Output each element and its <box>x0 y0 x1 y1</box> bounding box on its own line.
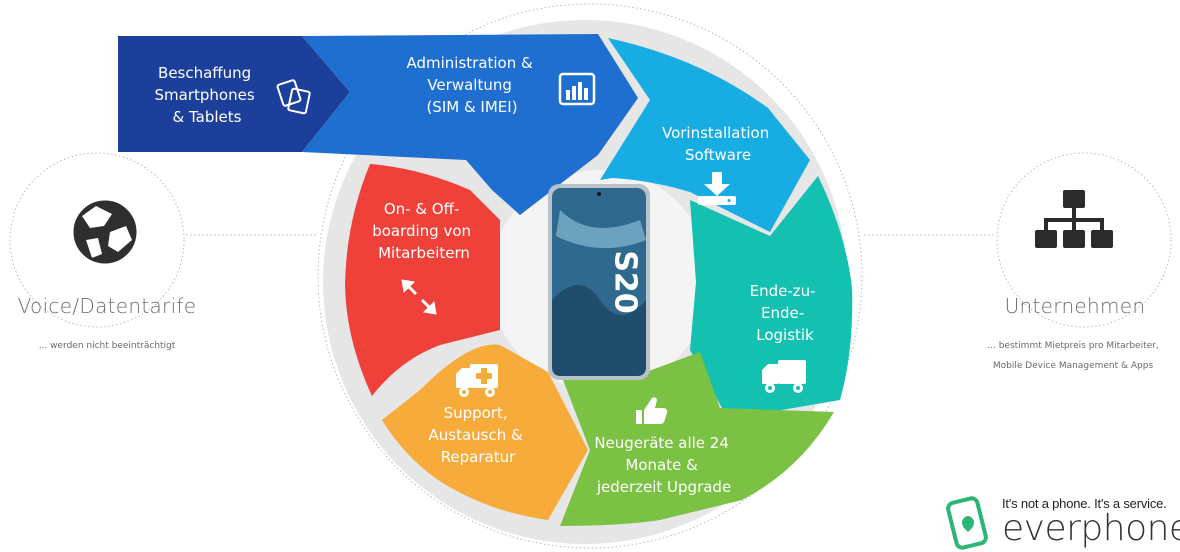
segment-beschaffung <box>118 36 350 152</box>
left-node-title: Voice/Datentarife <box>17 294 197 318</box>
everphone-logo-icon <box>946 496 988 550</box>
step-vorinstallation-label: Vorinstallation Software <box>662 124 774 164</box>
step-onboarding-label: On- & Off- boarding von Mitarbeitern <box>372 200 476 262</box>
left-node-subtitle: ... werden nicht beeinträchtigt <box>38 341 176 351</box>
left-node-dotted-ring <box>9 152 185 328</box>
org-chart-icon <box>1035 190 1113 248</box>
right-node-subtitle-line-1: ... bestimmt Mietpreis pro Mitarbeiter, <box>987 341 1159 351</box>
globe-icon <box>73 200 137 264</box>
outer-dotted-ring <box>317 3 863 549</box>
swap-arrows-icon <box>401 279 437 315</box>
download-icon <box>698 172 736 205</box>
segment-onboarding <box>345 164 500 396</box>
brand-wordmark: everphone <box>1002 508 1180 549</box>
devices-icon <box>276 79 311 115</box>
right-node-dotted-ring <box>996 152 1172 328</box>
segment-administration <box>302 34 638 215</box>
everphone-brand <box>944 494 1174 552</box>
right-node-title: Unternehmen <box>1004 294 1146 318</box>
segment-logistik <box>690 176 853 412</box>
brand-tagline: It's not a phone. It's a service. <box>1002 496 1167 511</box>
segment-neugeraete <box>560 352 834 526</box>
center-phone: S20 <box>548 184 650 380</box>
step-logistik-label: Ende-zu- Ende- Logistik <box>750 282 821 344</box>
right-node-subtitle-line-2: Mobile Device Management & Apps <box>992 361 1154 371</box>
truck-icon <box>762 360 806 393</box>
segment-support <box>382 344 588 520</box>
bar-chart-icon <box>558 72 596 106</box>
ambulance-icon <box>456 364 498 397</box>
step-administration-label: Administration & Verwaltung (SIM & IMEI) <box>406 54 537 116</box>
thumbs-up-icon <box>636 397 668 424</box>
segment-vorinstallation <box>600 38 810 232</box>
step-beschaffung-label: Beschaffung Smartphones & Tablets <box>155 64 260 126</box>
step-support-label: Support, Austausch & Reparatur <box>429 404 528 466</box>
phone-model-label: S20 <box>608 250 643 313</box>
step-neugeraete-label: Neugeräte alle 24 Monate & jederzeit Upg… <box>594 434 733 496</box>
